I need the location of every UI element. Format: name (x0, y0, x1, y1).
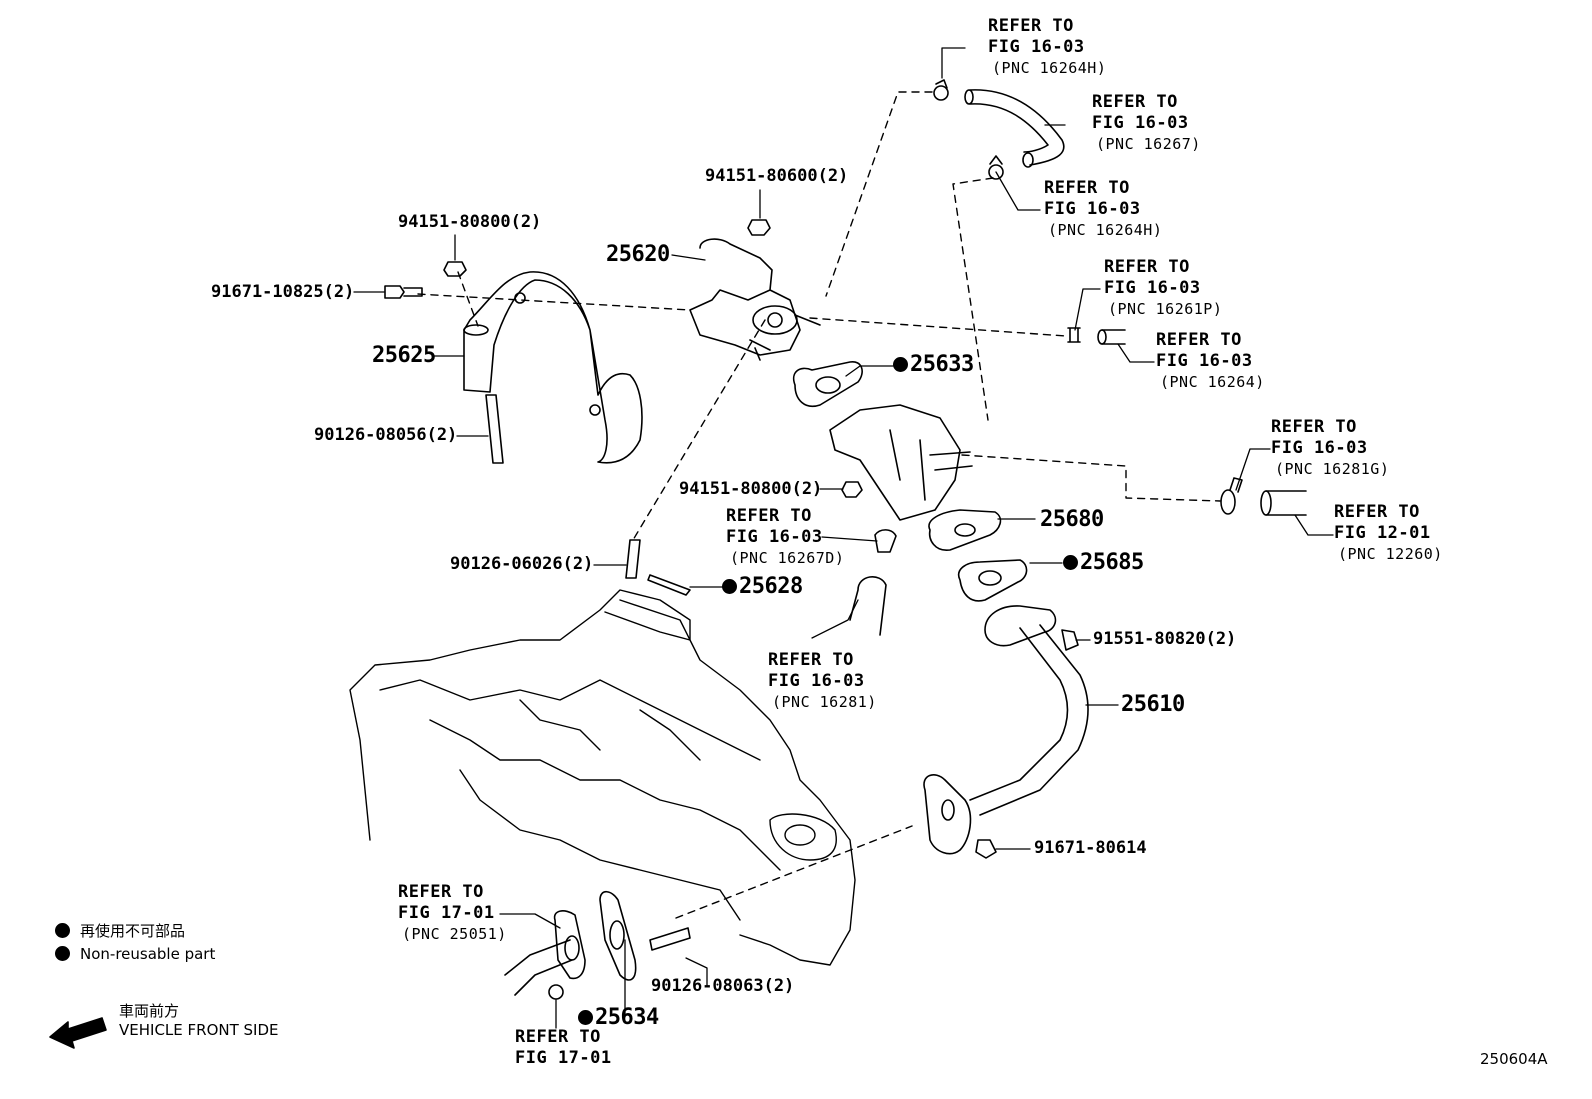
figure-id: 250604A (1480, 1050, 1548, 1068)
refer-callout-16264h-mid[interactable]: REFER TO FIG 16-03 (PNC 16264H) (1044, 178, 1162, 241)
callout-line: FIG 17-01 (398, 903, 495, 923)
part-25610[interactable]: 25610 (1121, 692, 1185, 717)
part-25628[interactable]: 25628 (722, 574, 803, 599)
bracket-25625 (463, 271, 643, 464)
callout-line: REFER TO (988, 16, 1074, 36)
part-94151-80600[interactable]: 94151-80600(2) (705, 166, 849, 186)
refer-callout-12260[interactable]: REFER TO FIG 12-01 (PNC 12260) (1334, 502, 1443, 565)
hose-16281 (849, 576, 887, 636)
callout-line: FIG 16-03 (1271, 438, 1368, 458)
callout-pnc: (PNC 25051) (402, 925, 507, 943)
callout-line: FIG 16-03 (768, 671, 865, 691)
part-25620[interactable]: 25620 (606, 242, 670, 267)
callout-line: REFER TO (1156, 330, 1242, 350)
callout-line: FIG 17-01 (515, 1048, 612, 1068)
callout-line: REFER TO (1334, 502, 1420, 522)
callout-pnc: (PNC 12260) (1338, 545, 1443, 563)
callout-line: FIG 16-03 (988, 37, 1085, 57)
gasket-25628 (647, 574, 691, 596)
legend-front-en: VEHICLE FRONT SIDE (119, 1021, 279, 1039)
callout-line: REFER TO (726, 506, 812, 526)
callout-line: FIG 12-01 (1334, 523, 1431, 543)
part-25680[interactable]: 25680 (1040, 507, 1104, 532)
callout-line: FIG 16-03 (1156, 351, 1253, 371)
callout-line: FIG 16-03 (1092, 113, 1189, 133)
engine-intake-manifold (349, 589, 856, 966)
callout-line: REFER TO (1271, 417, 1357, 437)
legend-non-reusable-en: Non-reusable part (55, 945, 215, 963)
legend-front-jp: 車両前方 (119, 1002, 180, 1020)
part-94151-80800-top[interactable]: 94151-80800(2) (398, 212, 542, 232)
clamp-16267d (874, 529, 897, 553)
callout-pnc: (PNC 16267) (1096, 135, 1201, 153)
part-90126-06026[interactable]: 90126-06026(2) (450, 554, 594, 574)
non-reusable-dot-icon (55, 946, 70, 961)
callout-pnc: (PNC 16267D) (730, 549, 845, 567)
refer-callout-16281[interactable]: REFER TO FIG 16-03 (PNC 16281) (768, 650, 877, 713)
pipe-25610 (923, 605, 1089, 855)
legend-text: 再使用不可部品 (80, 922, 186, 940)
part-91671-80614[interactable]: 91671-80614 (1034, 838, 1147, 858)
refer-callout-16281g[interactable]: REFER TO FIG 16-03 (PNC 16281G) (1271, 417, 1389, 480)
exhaust-pipe-flange (504, 890, 637, 996)
non-reusable-dot-icon (55, 923, 70, 938)
dashed-guide-lines (417, 91, 1221, 919)
gasket-25633 (793, 361, 863, 407)
refer-callout-16264h-top[interactable]: REFER TO FIG 16-03 (PNC 16264H) (988, 16, 1106, 79)
vehicle-front-arrow-icon (49, 1017, 107, 1049)
fasteners (384, 219, 1079, 1000)
cooler-25680 (829, 404, 1002, 551)
callout-line: REFER TO (515, 1027, 601, 1047)
refer-callout-16261p[interactable]: REFER TO FIG 16-03 (PNC 16261P) (1104, 257, 1222, 320)
callout-line: REFER TO (1092, 92, 1178, 112)
part-91671-10825[interactable]: 91671-10825(2) (211, 282, 355, 302)
part-25633[interactable]: 25633 (893, 352, 974, 377)
callout-line: REFER TO (1044, 178, 1130, 198)
part-90126-08056[interactable]: 90126-08056(2) (314, 425, 458, 445)
callout-pnc: (PNC 16261P) (1108, 300, 1223, 318)
callout-line: REFER TO (398, 882, 484, 902)
callout-line: FIG 16-03 (1044, 199, 1141, 219)
callout-line: FIG 16-03 (1104, 278, 1201, 298)
refer-callout-fig-17-01[interactable]: REFER TO FIG 17-01 (515, 1027, 612, 1069)
refer-callout-25051[interactable]: REFER TO FIG 17-01 (PNC 25051) (398, 882, 507, 945)
refer-callout-16264[interactable]: REFER TO FIG 16-03 (PNC 16264) (1156, 330, 1265, 393)
legend-text: Non-reusable part (80, 945, 216, 963)
part-91551-80820[interactable]: 91551-80820(2) (1093, 629, 1237, 649)
callout-line: REFER TO (1104, 257, 1190, 277)
callout-pnc: (PNC 16264) (1160, 373, 1265, 391)
callout-line: REFER TO (768, 650, 854, 670)
callout-pnc: (PNC 16281) (772, 693, 877, 711)
part-25634[interactable]: 25634 (578, 1005, 659, 1030)
callout-pnc: (PNC 16264H) (992, 59, 1107, 77)
callout-pnc: (PNC 16281G) (1275, 460, 1390, 478)
callout-line: FIG 16-03 (726, 527, 823, 547)
part-25685[interactable]: 25685 (1063, 550, 1144, 575)
callout-pnc: (PNC 16264H) (1048, 221, 1163, 239)
legend-non-reusable-jp: 再使用不可部品 (55, 920, 185, 941)
refer-callout-16267[interactable]: REFER TO FIG 16-03 (PNC 16267) (1092, 92, 1201, 155)
gasket-25685 (958, 559, 1028, 602)
refer-callout-16267d[interactable]: REFER TO FIG 16-03 (PNC 16267D) (726, 506, 844, 569)
valve-25620 (689, 238, 821, 361)
part-90126-08063[interactable]: 90126-08063(2) (651, 976, 795, 996)
part-25625[interactable]: 25625 (372, 343, 436, 368)
part-94151-80800-mid[interactable]: 94151-80800(2) (679, 479, 823, 499)
hoses-and-clamps (933, 79, 1307, 516)
